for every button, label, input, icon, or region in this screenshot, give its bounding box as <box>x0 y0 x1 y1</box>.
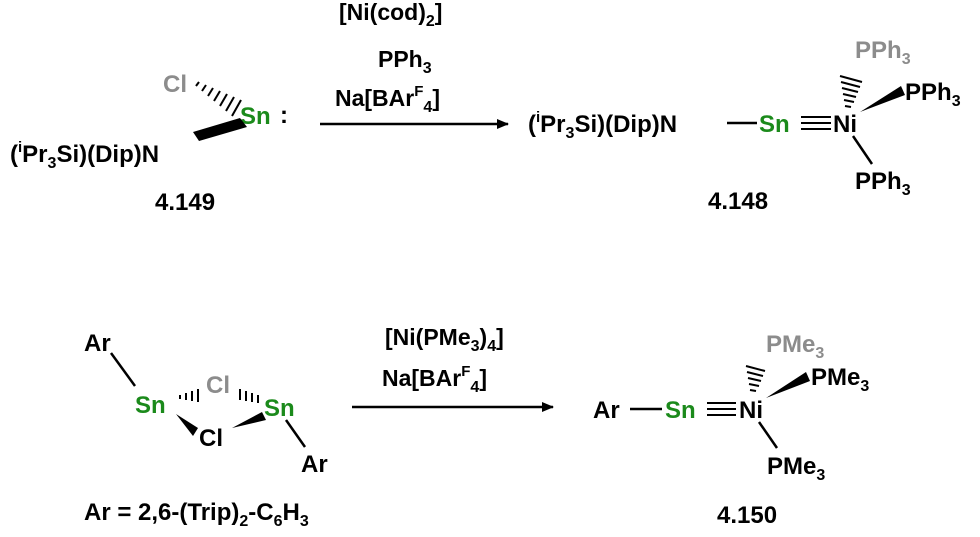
hashed-wedge-cl-sn-right <box>239 389 259 403</box>
tin-atom-label-left: Sn <box>135 392 166 419</box>
tin-atom-label-right: Sn <box>264 395 295 422</box>
reagents-2: [Ni(PMe3)4] Na[BArF4] <box>352 324 554 412</box>
bridging-chloride-bottom: Cl <box>199 425 223 452</box>
bond-ar-sn-left <box>109 352 137 387</box>
bold-wedge-n-sn <box>193 118 247 141</box>
phosphine-ligand-lower: PMe3 <box>767 453 825 484</box>
bridging-chloride-top: Cl <box>206 372 230 399</box>
phosphine-ligand-right: PPh3 <box>905 79 961 110</box>
bold-wedge-ni-pph3 <box>860 86 905 112</box>
amide-substituent-label: (iPr3Si)(Dip)N <box>10 139 159 172</box>
reagent-pph3: PPh3 <box>378 46 432 77</box>
reagent-ni-cod: [Ni(cod)2] <box>339 0 442 30</box>
reaction-1: Cl Sn : (iPr3Si)(Dip)N 4.149 <box>10 0 961 216</box>
phosphine-ligand-right: PMe3 <box>811 364 869 395</box>
compound-4-148: (iPr3Si)(Dip)N Sn Ni PPh3 <box>528 37 961 215</box>
hashed-wedge-cl-sn <box>195 81 242 117</box>
nickel-atom-label: Ni <box>833 111 857 138</box>
nickel-atom-label: Ni <box>739 397 763 424</box>
triple-bond-sn-ni <box>801 116 831 130</box>
bond-ni-pph3-lower <box>851 135 874 165</box>
chloride-label: Cl <box>163 71 187 98</box>
reagent-nabarf-2: Na[BArF4] <box>382 363 487 396</box>
bond-ni-pme3-lower <box>757 421 779 449</box>
aryl-label-top: Ar <box>84 330 111 357</box>
aryl-definition: Ar = 2,6-(Trip)2-C6H3 <box>84 499 309 530</box>
compound-tin-chloride-dimer: Ar Sn Cl Sn Cl <box>84 330 328 530</box>
aryl-label: Ar <box>593 397 620 424</box>
triple-bond-sn-ni <box>707 402 736 416</box>
compound-4-149: Cl Sn : (iPr3Si)(Dip)N 4.149 <box>10 71 288 216</box>
amide-substituent-label: (iPr3Si)(Dip)N <box>528 109 677 142</box>
compound-number-4-149: 4.149 <box>155 189 215 216</box>
tin-atom-label: Sn <box>759 111 790 138</box>
bond-sn-ar-right <box>284 419 307 448</box>
reagent-nabarf: Na[BArF4] <box>335 83 440 116</box>
bold-wedge-sn-cl-bottom <box>176 414 198 436</box>
phosphine-ligand-lower: PPh3 <box>855 168 911 199</box>
compound-4-150: Ar Sn Ni PMe3 PMe3 <box>593 331 869 529</box>
hashed-wedge-ni-pph3 <box>839 75 863 108</box>
hashed-wedge-sn-cl-top <box>179 389 199 402</box>
bold-wedge-cl-sn-right <box>232 412 266 428</box>
reagents-1: [Ni(cod)2] PPh3 Na[BArF4] <box>320 0 509 129</box>
aryl-label-bottom: Ar <box>301 451 328 478</box>
phosphine-ligand-back: PMe3 <box>766 331 824 362</box>
hashed-wedge-ni-pme3 <box>745 365 766 392</box>
compound-number-4-148: 4.148 <box>708 188 768 215</box>
reagent-ni-pme3: [Ni(PMe3)4] <box>385 324 504 355</box>
lone-pair-colon: : <box>280 102 288 129</box>
reaction-2: Ar Sn Cl Sn Cl <box>84 324 869 530</box>
phosphine-ligand-back: PPh3 <box>855 37 911 68</box>
bold-wedge-ni-pme3 <box>766 372 810 398</box>
compound-number-4-150: 4.150 <box>717 502 777 529</box>
tin-atom-label: Sn <box>665 397 696 424</box>
